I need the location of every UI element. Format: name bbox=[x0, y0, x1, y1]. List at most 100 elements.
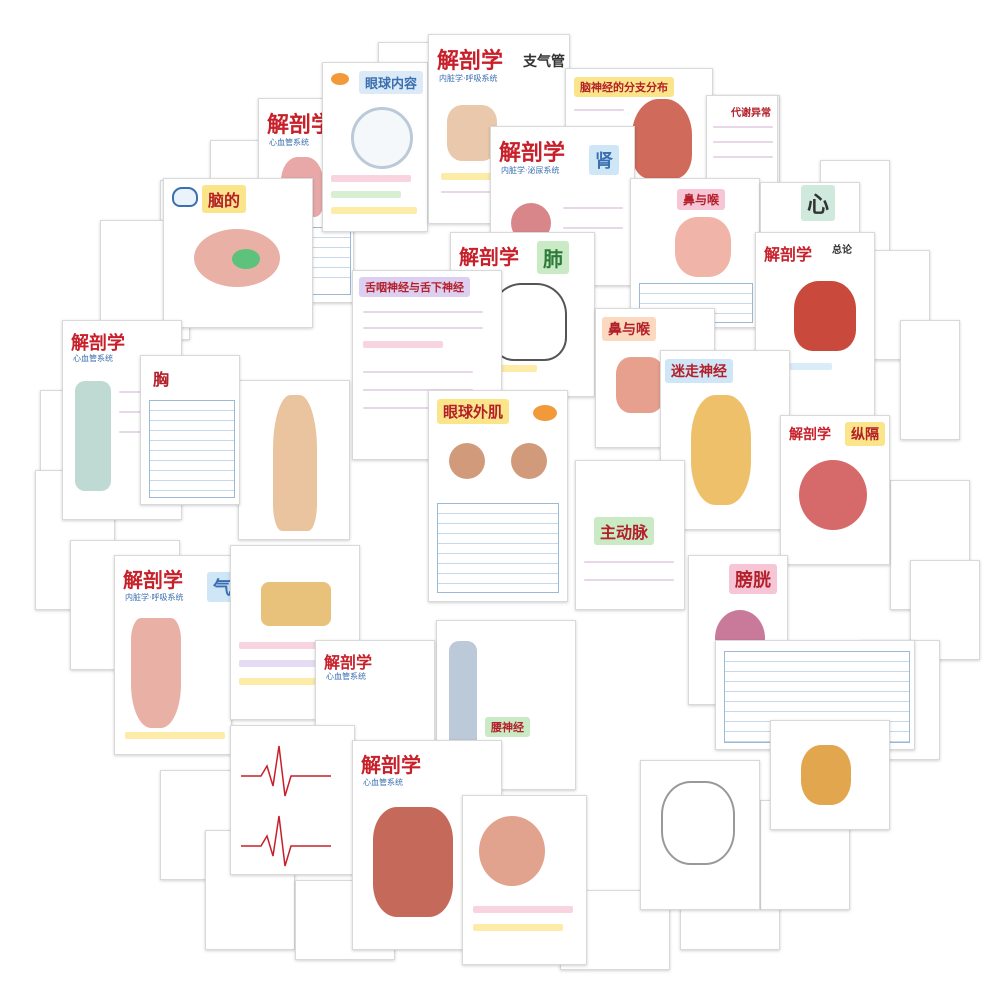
card-subtitle: 内脏学·呼吸系统 bbox=[125, 593, 184, 602]
eye-icon bbox=[331, 73, 349, 85]
trachea-illustration bbox=[75, 381, 111, 491]
card-tag: 膀胱 bbox=[729, 564, 777, 594]
note-line bbox=[584, 561, 674, 563]
note-line bbox=[574, 109, 624, 111]
note-card bbox=[900, 320, 960, 440]
card-title: 解剖学 bbox=[123, 568, 183, 592]
highlight bbox=[363, 341, 443, 348]
card-title: 脑的 bbox=[202, 185, 247, 213]
vagus-nerve-illustration bbox=[691, 395, 751, 505]
card-tag: 腰神经 bbox=[485, 717, 530, 737]
card-title: 解剖学 bbox=[361, 753, 421, 777]
card-subtitle: 心血管系统 bbox=[326, 672, 366, 681]
card-kidney: 解剖学 内脏学·泌尿系统 肾 bbox=[490, 126, 635, 286]
highlight bbox=[239, 660, 339, 667]
lungs-outline-illustration bbox=[491, 283, 567, 361]
card-mediastinum: 解剖学 纵隔 bbox=[780, 415, 890, 565]
card-tag: 肾 bbox=[589, 145, 619, 175]
card-title: 舌咽神经与舌下神经 bbox=[359, 277, 470, 297]
card-tag: 心 bbox=[801, 185, 836, 221]
bronchi-illustration bbox=[447, 105, 497, 161]
card-tag: 肺 bbox=[537, 241, 569, 274]
card-aorta: 主动脉 bbox=[575, 460, 685, 610]
card-body-vessels bbox=[238, 380, 350, 540]
card-thorax: 胸 bbox=[140, 355, 240, 505]
card-tag: 纵隔 bbox=[845, 422, 885, 446]
card-title: 解剖学 bbox=[789, 427, 831, 443]
card-title: 眼球外肌 bbox=[437, 399, 510, 424]
card-subtitle: 心血管系统 bbox=[269, 138, 309, 147]
right-eyeball-illustration bbox=[511, 443, 547, 479]
card-title: 脑神经的分支分布 bbox=[574, 77, 674, 97]
card-tag: 气 bbox=[207, 572, 231, 602]
highlight bbox=[239, 642, 349, 649]
intestine-illustration bbox=[801, 745, 851, 805]
highlight bbox=[331, 207, 417, 214]
ecg-waveform bbox=[241, 745, 331, 867]
card-intestine bbox=[770, 720, 890, 830]
card-subtitle: 心血管系统 bbox=[363, 778, 403, 787]
highlight bbox=[772, 363, 832, 370]
card-eye-contents: 眼球内容 bbox=[322, 62, 428, 232]
notes-table bbox=[149, 400, 235, 498]
card-brain: 脑的 bbox=[163, 178, 313, 328]
card-head-bottom bbox=[462, 795, 587, 965]
eye-muscle-table bbox=[437, 503, 559, 593]
card-title: 解剖学 bbox=[437, 48, 504, 74]
card-title: 代谢异常 bbox=[731, 108, 771, 119]
card-ecg bbox=[230, 725, 355, 875]
heart-illustration bbox=[799, 460, 867, 530]
bronchial-tree-illustration bbox=[131, 618, 181, 728]
card-title: 解剖学 bbox=[459, 245, 519, 269]
note-line bbox=[363, 407, 473, 409]
card-subtitle: 心血管系统 bbox=[73, 354, 113, 363]
highlight bbox=[441, 173, 511, 180]
eyeball-illustration bbox=[351, 107, 413, 169]
note-line bbox=[713, 156, 773, 158]
head-nerves-illustration bbox=[632, 99, 692, 179]
note-line bbox=[363, 311, 483, 313]
human-body-illustration bbox=[273, 395, 317, 531]
card-title: 眼球内容 bbox=[359, 71, 424, 94]
card-eye-muscles: 眼球外肌 bbox=[428, 390, 568, 602]
card-title: 解剖学 bbox=[71, 333, 125, 354]
card-subtitle: 内脏学·泌尿系统 bbox=[501, 166, 560, 175]
lung-outline-illustration bbox=[661, 781, 735, 865]
card-title: 解剖学 bbox=[499, 140, 566, 166]
brainstem-highlight bbox=[232, 249, 260, 269]
card-tag: 总论 bbox=[832, 245, 852, 256]
note-line bbox=[713, 126, 773, 128]
card-respiratory-lower: 解剖学 内脏学·呼吸系统 气 bbox=[114, 555, 232, 755]
highlight bbox=[473, 924, 563, 931]
note-line bbox=[363, 327, 483, 329]
highlight bbox=[467, 365, 537, 372]
highlight bbox=[239, 678, 345, 685]
brain-vessels-illustration bbox=[479, 816, 545, 886]
note-line bbox=[363, 389, 473, 391]
card-subtitle: 内脏学·呼吸系统 bbox=[439, 74, 498, 83]
eye-icon bbox=[533, 405, 557, 421]
card-tag: 支气管 bbox=[523, 54, 565, 70]
note-line bbox=[563, 227, 623, 229]
card-title: 胸 bbox=[153, 370, 170, 389]
larynx-illustration bbox=[616, 357, 664, 413]
note-line bbox=[363, 371, 473, 373]
highlight bbox=[125, 732, 225, 739]
brain-icon bbox=[172, 187, 198, 207]
card-nose-throat: 鼻与喉 bbox=[630, 178, 760, 328]
nasal-cavity-illustration bbox=[675, 217, 731, 277]
left-eyeball-illustration bbox=[449, 443, 485, 479]
tissue-layers-illustration bbox=[261, 582, 331, 626]
highlight bbox=[473, 906, 573, 913]
muscle-illustration bbox=[373, 807, 453, 917]
card-tag: 鼻与喉 bbox=[677, 189, 726, 210]
highlight bbox=[331, 191, 401, 198]
card-tag: 鼻与喉 bbox=[602, 317, 656, 341]
card-title: 主动脉 bbox=[594, 517, 655, 545]
card-title: 迷走神经 bbox=[665, 359, 733, 383]
card-title: 解剖学 bbox=[764, 245, 813, 264]
note-line bbox=[584, 579, 674, 581]
highlight bbox=[331, 175, 411, 182]
lungs-illustration bbox=[794, 281, 856, 351]
